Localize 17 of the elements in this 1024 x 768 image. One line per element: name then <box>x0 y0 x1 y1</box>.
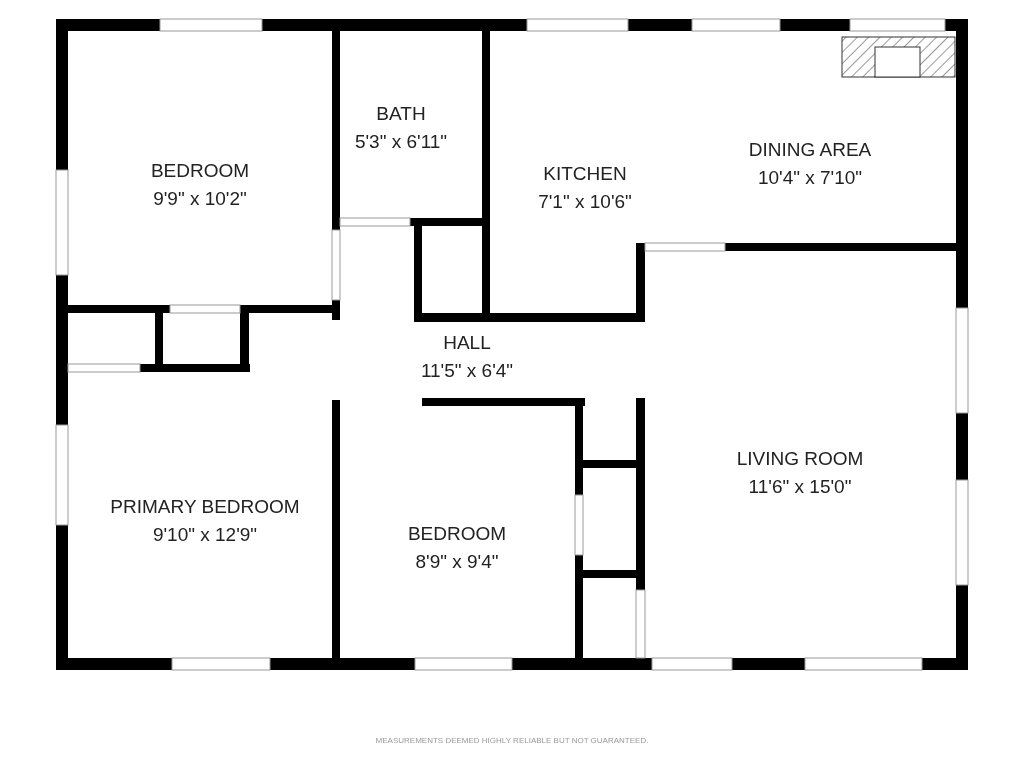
room-dimensions: 7'1" x 10'6" <box>538 190 632 214</box>
room-name: DINING AREA <box>748 138 872 162</box>
room-name: BEDROOM <box>150 159 250 183</box>
room-dimensions: 11'5" x 6'4" <box>420 359 514 383</box>
room-dimensions: 5'3" x 6'11" <box>354 130 448 154</box>
room-name: BATH <box>375 102 427 126</box>
room-dimensions: 11'6" x 15'0" <box>747 475 853 499</box>
room-dimensions: 8'9" x 9'4" <box>414 550 500 574</box>
room-name: LIVING ROOM <box>736 447 864 471</box>
room-dimensions: 9'9" x 10'2" <box>152 187 248 211</box>
room-name: HALL <box>442 331 492 355</box>
room-dimensions: 10'4" x 7'10" <box>756 166 864 190</box>
room-name: BEDROOM <box>407 522 507 546</box>
footer-note: MEASUREMENTS DEEMED HIGHLY RELIABLE BUT NOT GUARANTEED. <box>375 736 649 745</box>
room-dimensions: 9'10" x 12'9" <box>151 523 259 547</box>
room-name: PRIMARY BEDROOM <box>110 495 300 519</box>
room-name: KITCHEN <box>542 162 628 186</box>
